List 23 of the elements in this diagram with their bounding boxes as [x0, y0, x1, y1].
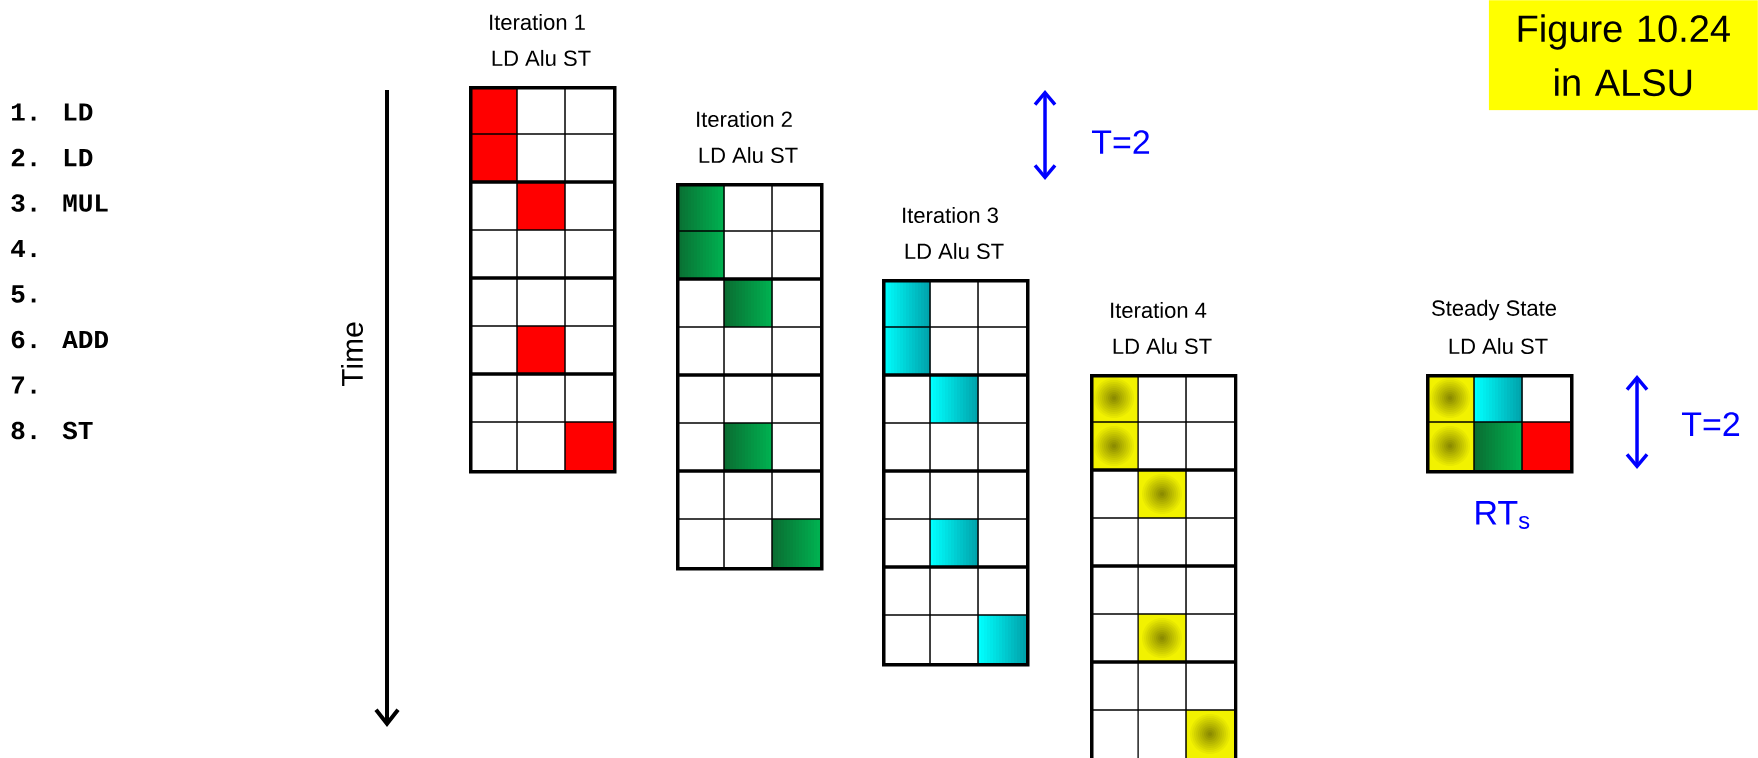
- heading: Iteration 2: [697, 110, 792, 128]
- axis-label: Time: [341, 322, 364, 387]
- period-label: T=2: [1092, 130, 1150, 154]
- instruction: 3. MUL: [11, 194, 108, 212]
- heading: Iteration 3: [903, 206, 998, 224]
- instruction: 8. ST: [11, 421, 93, 440]
- heading: Iteration 4: [1111, 301, 1207, 319]
- instruction: 6. ADD: [11, 330, 108, 349]
- heading: Iteration 1: [490, 13, 585, 31]
- column-header: LD Alu ST: [1113, 337, 1212, 355]
- instruction: 7.: [11, 376, 36, 394]
- column-header: LD Alu ST: [905, 242, 1004, 260]
- period-label: T=2: [1682, 412, 1740, 436]
- instruction: 5.: [11, 285, 36, 303]
- instruction: 1. LD: [11, 103, 93, 121]
- figure-reference-box: Figure 10.24 in ALSU: [1488, 0, 1758, 111]
- instruction: 2. LD: [11, 148, 93, 167]
- column-header: LD Alu ST: [1449, 337, 1548, 355]
- column-header: LD Alu ST: [492, 49, 591, 67]
- heading: Steady State: [1432, 299, 1556, 321]
- column-header: LD Alu ST: [699, 146, 798, 164]
- instruction: 4.: [11, 239, 36, 258]
- node-label: RT$_{s}$: [1476, 501, 1530, 529]
